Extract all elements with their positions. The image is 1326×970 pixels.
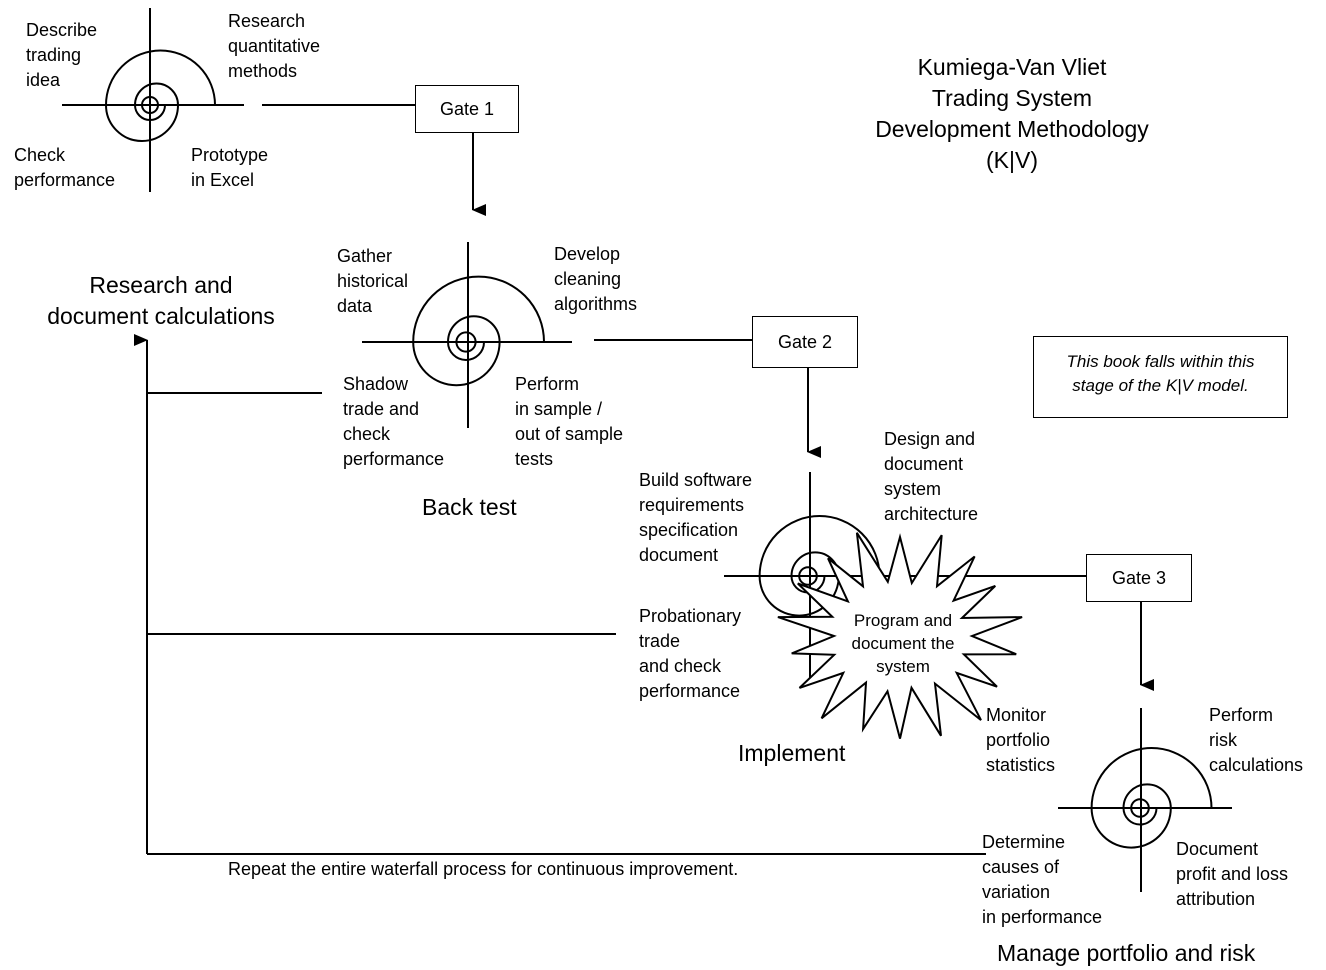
- implement-q3-label: Program and document the system: [851, 611, 955, 676]
- diagram-title: Kumiega-Van Vliet Trading System Develop…: [875, 54, 1149, 173]
- backtest-spiral: [362, 242, 572, 428]
- backtest-q3-label: Perform in sample / out of sample tests: [515, 374, 624, 469]
- backtest-q1-label: Gather historical data: [337, 246, 409, 316]
- backtest-q4-label: Shadow trade and check performance: [343, 374, 445, 469]
- research-q4-label: Check performance: [14, 145, 116, 190]
- manage-q2-label: Perform risk calculations: [1209, 705, 1304, 775]
- research-spiral: [62, 8, 244, 192]
- research-q1-label: Describe trading idea: [26, 20, 98, 90]
- scope-note: This book falls within this stage of the…: [1033, 336, 1288, 418]
- manage-q3-label: Document profit and loss attribution: [1176, 839, 1289, 909]
- research-q3-label: Prototype in Excel: [191, 145, 269, 190]
- manage-q1-label: Monitor portfolio statistics: [986, 705, 1056, 775]
- research-stage-name: Research and document calculations: [47, 272, 275, 329]
- implement-q4-label: Probationary trade and check performance: [639, 606, 742, 701]
- implement-q1-label: Build software requirements specificatio…: [639, 470, 753, 565]
- backtest-stage-name: Back test: [422, 494, 517, 520]
- program-burst-shape: [777, 532, 1023, 739]
- research-q2-label: Research quantitative methods: [228, 11, 321, 81]
- gate-1: Gate 1: [415, 85, 519, 133]
- gate-2: Gate 2: [752, 316, 858, 368]
- gate-3: Gate 3: [1086, 554, 1192, 602]
- implement-q2-label: Design and document system architecture: [884, 429, 979, 524]
- manage-spiral: [1058, 708, 1232, 892]
- manage-stage-name: Manage portfolio and risk: [997, 940, 1256, 966]
- feedback-caption: Repeat the entire waterfall process for …: [228, 859, 739, 879]
- manage-q4-label: Determine causes of variation in perform…: [982, 832, 1103, 927]
- implement-stage-name: Implement: [738, 740, 846, 766]
- backtest-q2-label: Develop cleaning algorithms: [554, 244, 638, 314]
